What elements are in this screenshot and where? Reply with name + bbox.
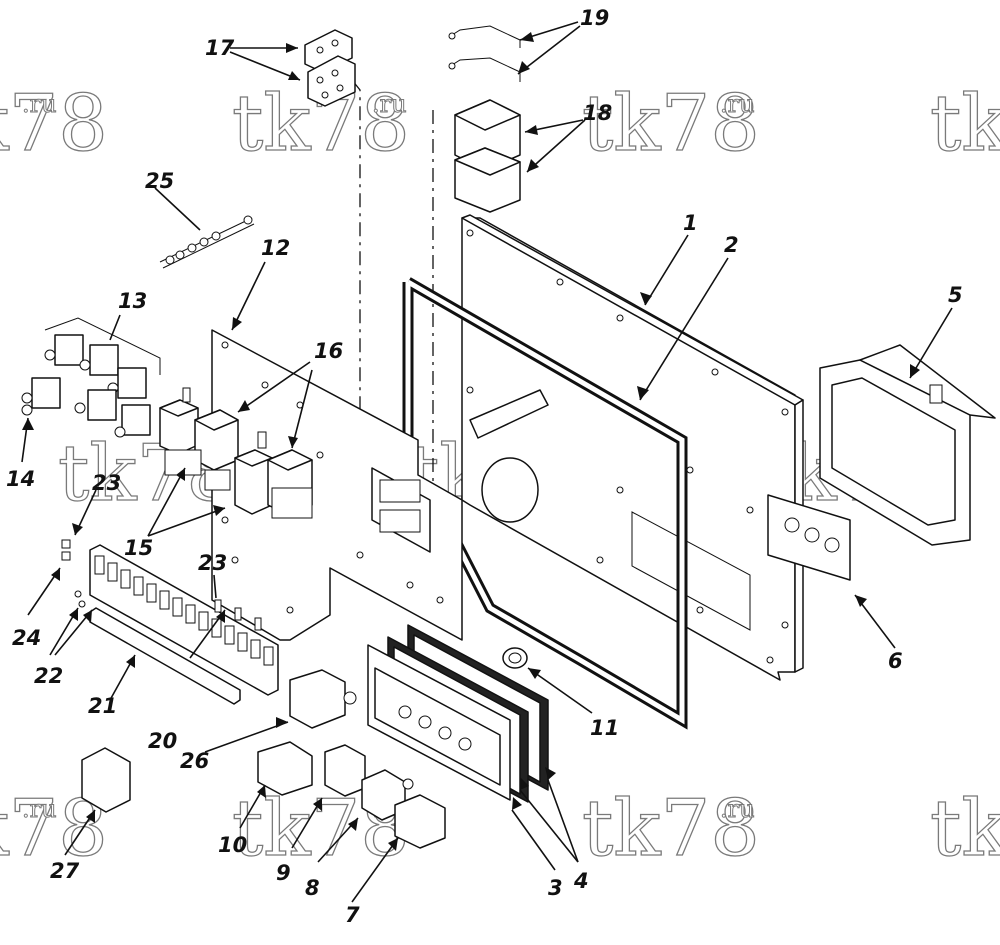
watermark-text: tk78 — [582, 784, 760, 874]
callout-13: 13 — [118, 289, 147, 313]
spring-clips — [448, 25, 521, 82]
front-cover-plate — [367, 644, 511, 801]
breaker — [114, 404, 151, 438]
switch-26 — [289, 669, 357, 729]
callout-23: 23 — [92, 471, 121, 495]
callout-9: 9 — [276, 861, 291, 885]
watermark-text: tk78 — [930, 784, 1000, 874]
junction-box — [819, 344, 996, 546]
watermark-suffix: .ru — [720, 90, 755, 118]
watermark-suffix: .ru — [22, 90, 57, 118]
callout-18: 18 — [583, 101, 612, 125]
callout-16: 16 — [314, 339, 343, 363]
terminal-cells — [94, 555, 274, 666]
switch-10 — [257, 741, 313, 796]
watermark-suffix: .ru — [720, 795, 755, 823]
callout-6: 6 — [888, 649, 903, 673]
top-relays — [454, 99, 521, 213]
screw-washer-set — [159, 215, 255, 269]
watermark-text: tk78 — [0, 79, 108, 169]
switch-7 — [394, 794, 446, 849]
cover-strip — [767, 494, 851, 581]
switch-9 — [324, 744, 366, 797]
callout-21: 21 — [88, 694, 117, 718]
callout-22: 22 — [34, 664, 63, 688]
fasteners — [61, 539, 262, 631]
watermark-text: tk78 — [930, 79, 1000, 169]
callout-14: 14 — [6, 467, 35, 491]
callout-labels: 1 2 3 4 5 6 7 8 9 10 11 12 13 14 15 16 1… — [6, 6, 963, 927]
callout-24: 24 — [12, 626, 41, 650]
callout-7: 7 — [345, 903, 360, 927]
relay-mounting-plate — [211, 329, 463, 641]
main-panel-plate — [461, 214, 804, 681]
arrowheads — [22, 32, 920, 851]
callout-1: 1 — [683, 211, 698, 235]
callout-20: 20 — [148, 729, 177, 753]
callout-12: 12 — [261, 236, 290, 260]
breaker — [74, 389, 117, 421]
callout-19: 19 — [580, 6, 609, 30]
callout-15: 15 — [124, 536, 153, 560]
circuit-breakers — [21, 317, 161, 438]
watermark-suffix: .ru — [372, 90, 407, 118]
callout-5: 5 — [948, 283, 963, 307]
callout-11: 11 — [590, 716, 619, 740]
callout-10: 10 — [218, 833, 247, 857]
terminal-strip — [89, 544, 279, 696]
callout-8: 8 — [305, 876, 320, 900]
callout-27: 27 — [50, 859, 80, 883]
watermark-text: tk78 — [582, 79, 760, 169]
callout-2: 2 — [724, 233, 739, 257]
watermark-suffix: .ru — [22, 795, 57, 823]
callout-4: 4 — [573, 869, 589, 893]
relay — [267, 449, 313, 519]
cable-grommet — [502, 647, 528, 669]
breaker — [79, 344, 119, 376]
relays — [159, 387, 313, 519]
breaker — [44, 334, 84, 366]
callout-23: 23 — [198, 551, 227, 575]
callout-3: 3 — [548, 876, 563, 900]
callout-25: 25 — [145, 169, 174, 193]
terminal-blocks — [304, 29, 356, 107]
relay — [159, 387, 199, 455]
switch-27 — [81, 747, 131, 813]
breaker — [21, 377, 61, 416]
callout-26: 26 — [180, 749, 209, 773]
callout-17: 17 — [205, 36, 235, 60]
switches — [81, 669, 446, 849]
